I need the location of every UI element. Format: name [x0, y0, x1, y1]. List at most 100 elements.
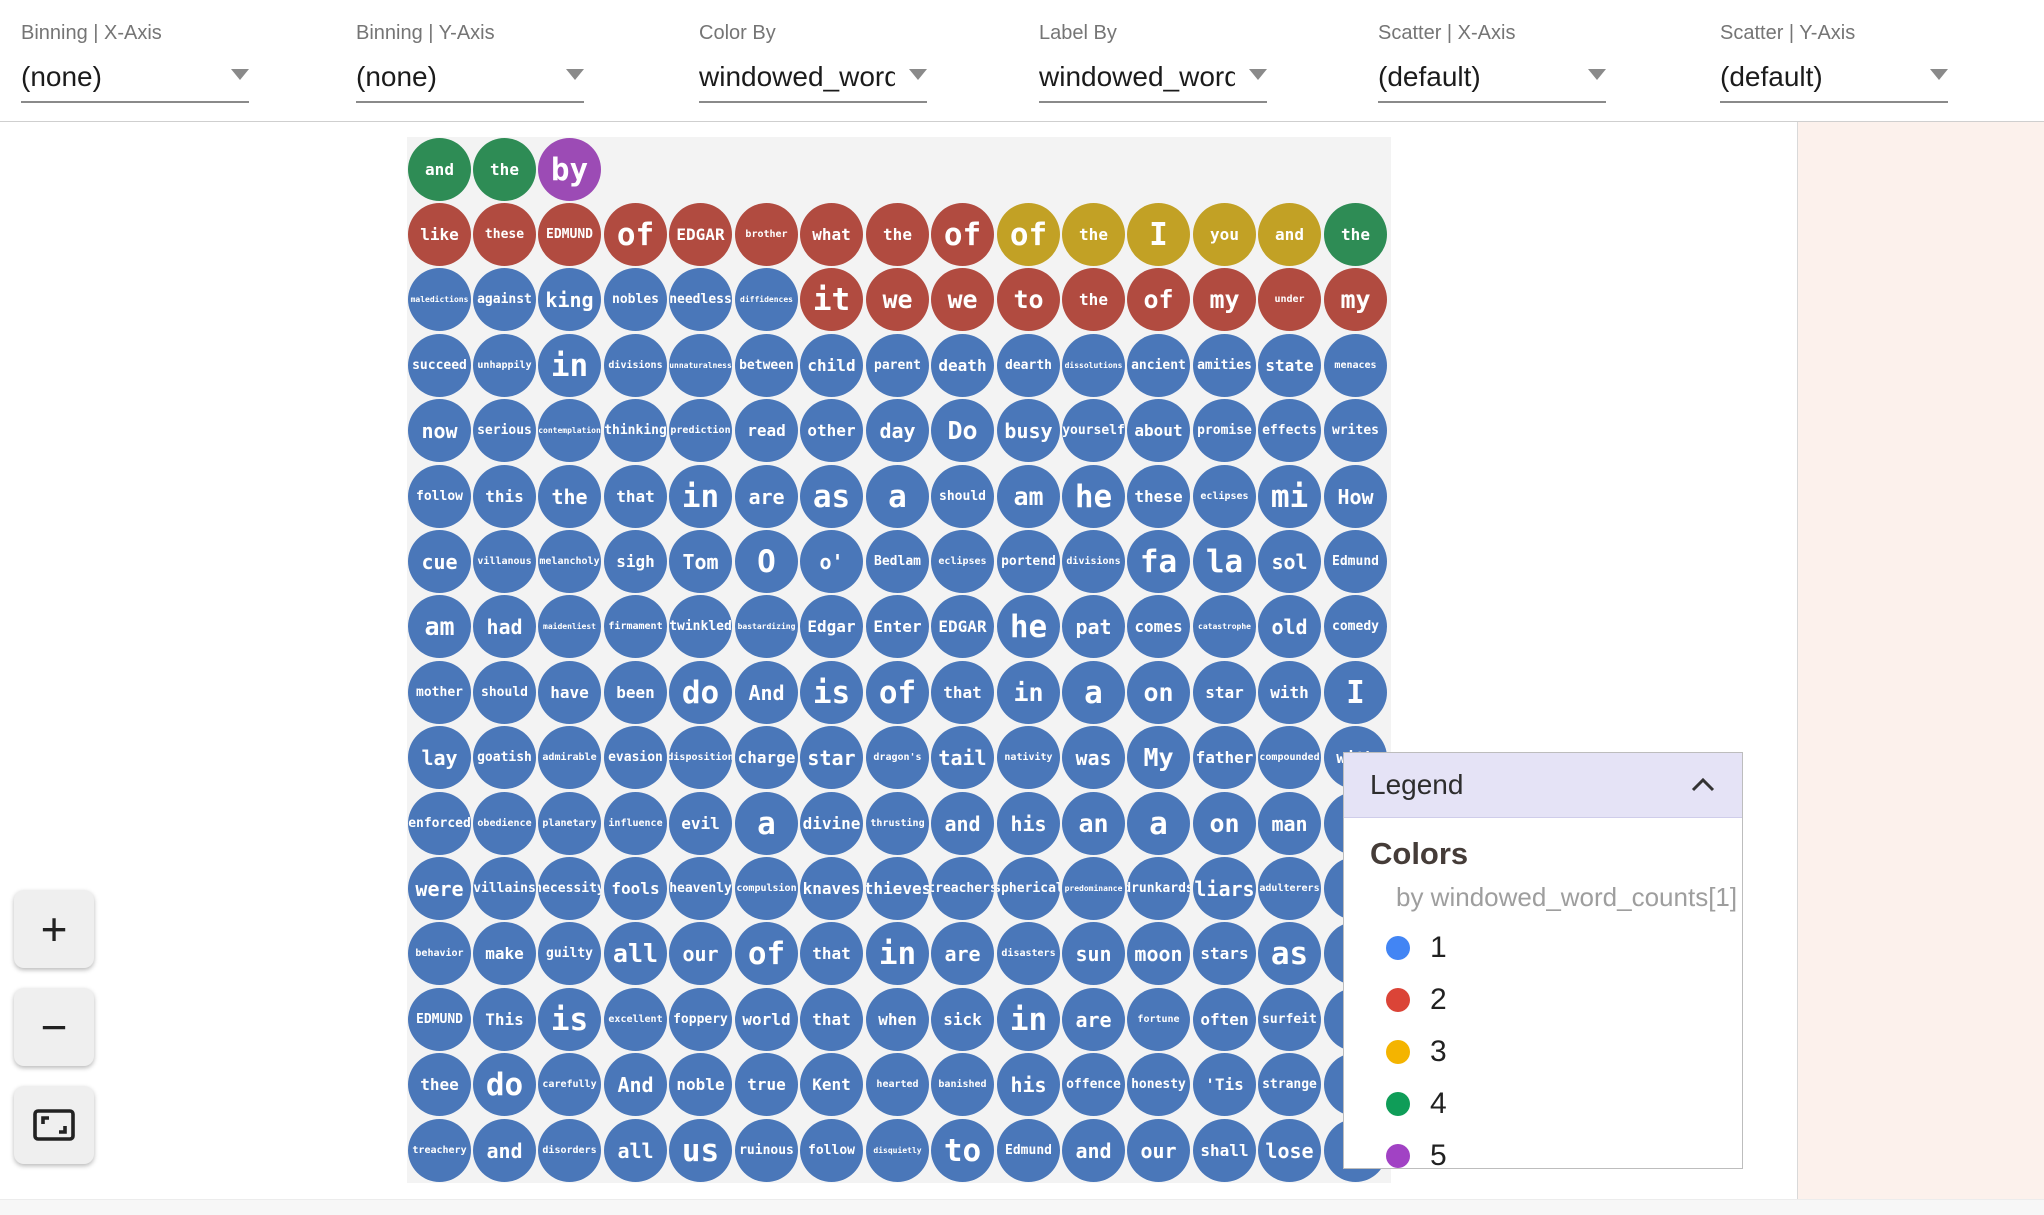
word-circle[interactable]: firmament: [604, 595, 667, 658]
word-circle[interactable]: spherical: [997, 857, 1060, 920]
word-circle[interactable]: Kent: [800, 1053, 863, 1116]
word-circle[interactable]: predominance: [1062, 857, 1125, 920]
word-circle[interactable]: surfeit: [1258, 988, 1321, 1051]
word-circle[interactable]: the: [538, 465, 601, 528]
word-circle[interactable]: I: [1324, 661, 1387, 724]
word-circle[interactable]: And: [735, 661, 798, 724]
word-circle[interactable]: unhappily: [473, 334, 536, 397]
word-circle[interactable]: and: [408, 138, 471, 201]
word-circle[interactable]: an: [1062, 792, 1125, 855]
word-circle[interactable]: make: [473, 922, 536, 985]
word-circle[interactable]: and: [931, 792, 994, 855]
word-circle[interactable]: are: [735, 465, 798, 528]
word-circle[interactable]: state: [1258, 334, 1321, 397]
word-circle[interactable]: a: [1127, 792, 1190, 855]
word-circle[interactable]: a: [735, 792, 798, 855]
word-circle[interactable]: EDMUND: [538, 203, 601, 266]
word-circle[interactable]: divine: [800, 792, 863, 855]
word-circle[interactable]: twinkled: [669, 595, 732, 658]
word-circle[interactable]: goatish: [473, 726, 536, 789]
word-circle[interactable]: as: [1258, 922, 1321, 985]
word-circle[interactable]: excellent: [604, 988, 667, 1051]
dropdown-scatter-y-axis[interactable]: Scatter | Y-Axis(default): [1720, 22, 1948, 103]
word-circle[interactable]: sun: [1062, 922, 1125, 985]
word-circle[interactable]: he: [1062, 465, 1125, 528]
word-circle[interactable]: catastrophe: [1193, 595, 1256, 658]
word-circle[interactable]: do: [473, 1053, 536, 1116]
word-circle[interactable]: admirable: [538, 726, 601, 789]
word-circle[interactable]: sigh: [604, 530, 667, 593]
word-circle[interactable]: dissolutions: [1062, 334, 1125, 397]
zoom-out-button[interactable]: −: [14, 988, 94, 1066]
word-circle[interactable]: foppery: [669, 988, 732, 1051]
word-circle[interactable]: we: [866, 268, 929, 331]
word-circle[interactable]: charge: [735, 726, 798, 789]
word-circle[interactable]: been: [604, 661, 667, 724]
word-circle[interactable]: of: [866, 661, 929, 724]
word-circle[interactable]: my: [1324, 268, 1387, 331]
word-circle[interactable]: in: [997, 988, 1060, 1051]
word-circle[interactable]: guilty: [538, 922, 601, 985]
word-circle[interactable]: liars: [1193, 857, 1256, 920]
word-circle[interactable]: divisions: [1062, 530, 1125, 593]
word-circle[interactable]: all: [604, 1119, 667, 1182]
word-circle[interactable]: are: [1062, 988, 1125, 1051]
word-circle[interactable]: we: [931, 268, 994, 331]
word-circle[interactable]: on: [1193, 792, 1256, 855]
dropdown-binning-x-axis[interactable]: Binning | X-Axis(none): [21, 22, 249, 103]
word-circle[interactable]: dragon's: [866, 726, 929, 789]
word-circle[interactable]: lay: [408, 726, 471, 789]
word-circle[interactable]: la: [1193, 530, 1256, 593]
dropdown-binning-y-axis[interactable]: Binning | Y-Axis(none): [356, 22, 584, 103]
word-circle[interactable]: knaves: [800, 857, 863, 920]
word-circle[interactable]: Tom: [669, 530, 732, 593]
word-circle[interactable]: banished: [931, 1053, 994, 1116]
word-circle[interactable]: disposition: [669, 726, 732, 789]
word-circle[interactable]: evasion: [604, 726, 667, 789]
word-circle[interactable]: villanous: [473, 530, 536, 593]
word-circle[interactable]: his: [997, 1053, 1060, 1116]
word-circle[interactable]: enforced: [408, 792, 471, 855]
word-circle[interactable]: a: [866, 465, 929, 528]
zoom-in-button[interactable]: +: [14, 890, 94, 968]
word-circle[interactable]: and: [473, 1119, 536, 1182]
legend-header[interactable]: Legend: [1344, 753, 1742, 818]
word-circle[interactable]: of: [604, 203, 667, 266]
word-circle[interactable]: like: [408, 203, 471, 266]
word-circle[interactable]: are: [931, 922, 994, 985]
word-circle[interactable]: child: [800, 334, 863, 397]
word-circle[interactable]: EDMUND: [408, 988, 471, 1051]
word-circle[interactable]: compulsion: [735, 857, 798, 920]
word-circle[interactable]: star: [1193, 661, 1256, 724]
word-circle[interactable]: to: [997, 268, 1060, 331]
word-circle[interactable]: had: [473, 595, 536, 658]
word-circle[interactable]: bastardizing: [735, 595, 798, 658]
word-circle[interactable]: needless: [669, 268, 732, 331]
word-circle[interactable]: drunkards: [1127, 857, 1190, 920]
word-circle[interactable]: unnaturalness: [669, 334, 732, 397]
word-circle[interactable]: And: [604, 1053, 667, 1116]
word-circle[interactable]: is: [538, 988, 601, 1051]
word-circle[interactable]: now: [408, 399, 471, 462]
word-circle[interactable]: world: [735, 988, 798, 1051]
word-circle[interactable]: comes: [1127, 595, 1190, 658]
word-circle[interactable]: that: [604, 465, 667, 528]
word-circle[interactable]: brother: [735, 203, 798, 266]
word-circle[interactable]: in: [997, 661, 1060, 724]
word-circle[interactable]: lose: [1258, 1119, 1321, 1182]
word-circle[interactable]: prediction: [669, 399, 732, 462]
word-circle[interactable]: of: [1127, 268, 1190, 331]
word-circle[interactable]: am: [408, 595, 471, 658]
word-circle[interactable]: influence: [604, 792, 667, 855]
word-circle[interactable]: serious: [473, 399, 536, 462]
word-circle[interactable]: EDGAR: [669, 203, 732, 266]
word-circle[interactable]: Edmund: [997, 1119, 1060, 1182]
word-circle[interactable]: and: [1258, 203, 1321, 266]
word-circle[interactable]: us: [669, 1119, 732, 1182]
word-circle[interactable]: busy: [997, 399, 1060, 462]
word-circle[interactable]: in: [669, 465, 732, 528]
word-circle[interactable]: were: [408, 857, 471, 920]
word-circle[interactable]: the: [1062, 203, 1125, 266]
word-circle[interactable]: succeed: [408, 334, 471, 397]
word-circle[interactable]: thieves: [866, 857, 929, 920]
